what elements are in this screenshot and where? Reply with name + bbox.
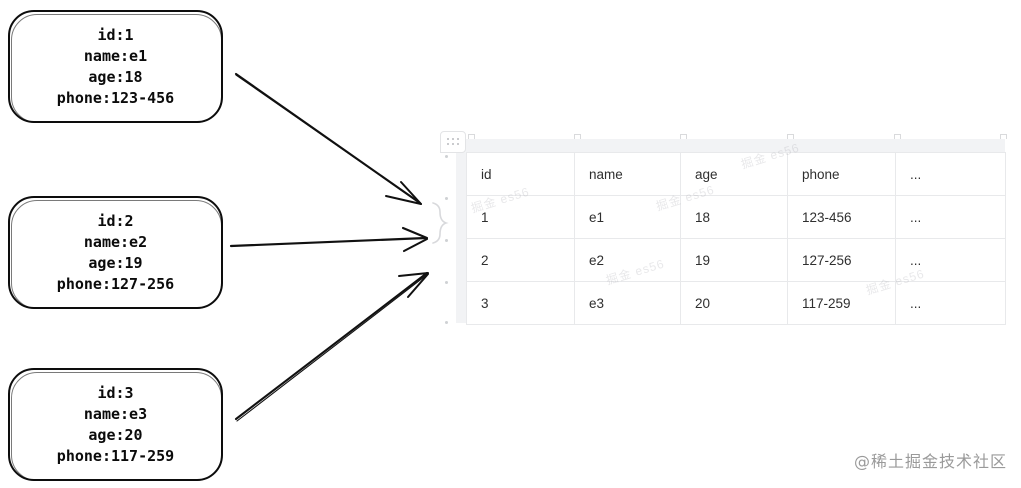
cell-id-1[interactable]: 1 [466,195,575,239]
cell-etc-2[interactable]: ... [895,238,1006,282]
cell-etc-3[interactable]: ... [895,281,1006,325]
cell-name-3[interactable]: e3 [574,281,681,325]
row-handle-3[interactable] [445,281,448,284]
site-watermark: @稀土掘金技术社区 [853,452,1007,471]
entity-1-line-id: id:1 [97,25,134,44]
entity-3-line-id: id:3 [97,383,134,402]
entity-2-line-age: age:19 [88,253,143,272]
row-handle-1[interactable] [445,197,448,200]
column-handle-end[interactable] [1000,134,1007,139]
table-row[interactable]: 3 e3 20 117-259 ... [466,281,1006,325]
entity-2-line-name: name:e2 [83,232,148,251]
cell-age-2[interactable]: 19 [680,238,788,282]
entity-2-line-phone: phone:127-256 [56,274,175,293]
cell-phone-3[interactable]: 117-259 [787,281,896,325]
table-header-id[interactable]: id [466,152,575,196]
cell-age-3[interactable]: 20 [680,281,788,325]
table-select-grip-icon[interactable] [440,131,466,153]
entity-3-line-name: name:e3 [83,404,148,423]
column-handle-etc[interactable] [894,134,901,139]
entity-box-1[interactable]: id:1 name:e1 age:18 phone:123-456 [8,10,223,123]
table-header-name[interactable]: name [574,152,681,196]
arrow-entity-1-to-table [234,72,422,205]
cell-phone-2[interactable]: 127-256 [787,238,896,282]
entity-2-line-id: id:2 [97,211,134,230]
table-header-etc[interactable]: ... [895,152,1006,196]
row-handle-header[interactable] [445,155,448,158]
table-header-age[interactable]: age [680,152,788,196]
data-table[interactable]: id name age phone ... 1 e1 18 123-456 ..… [466,152,1006,325]
table-header-row: id name age phone ... [466,152,1006,196]
entity-1-line-name: name:e1 [83,46,148,65]
column-handle-id[interactable] [468,134,475,139]
entity-box-3[interactable]: id:3 name:e3 age:20 phone:117-259 [8,368,223,481]
table-header-phone[interactable]: phone [787,152,896,196]
cell-name-2[interactable]: e2 [574,238,681,282]
cell-name-1[interactable]: e1 [574,195,681,239]
row-handle-end[interactable] [445,321,448,324]
table-row[interactable]: 1 e1 18 123-456 ... [466,195,1006,239]
cell-id-3[interactable]: 3 [466,281,575,325]
column-handle-name[interactable] [574,134,581,139]
column-handle-phone[interactable] [787,134,794,139]
arrow-entity-3-to-table [234,271,429,422]
entity-3-line-phone: phone:117-259 [56,446,175,465]
cell-etc-1[interactable]: ... [895,195,1006,239]
table-row[interactable]: 2 e2 19 127-256 ... [466,238,1006,282]
entity-1-line-age: age:18 [88,67,143,86]
document-top-band [456,139,1005,152]
entity-3-line-age: age:20 [88,425,143,444]
entity-box-2[interactable]: id:2 name:e2 age:19 phone:127-256 [8,196,223,309]
cell-phone-1[interactable]: 123-456 [787,195,896,239]
column-handle-age[interactable] [680,134,687,139]
row-handle-2[interactable] [445,239,448,242]
cell-id-2[interactable]: 2 [466,238,575,282]
cell-age-1[interactable]: 18 [680,195,788,239]
entity-1-line-phone: phone:123-456 [56,88,175,107]
arrow-entity-2-to-table [229,226,429,253]
document-table-container[interactable]: id name age phone ... 1 e1 18 123-456 ..… [440,131,1007,327]
table-row-gutter[interactable] [456,139,466,323]
